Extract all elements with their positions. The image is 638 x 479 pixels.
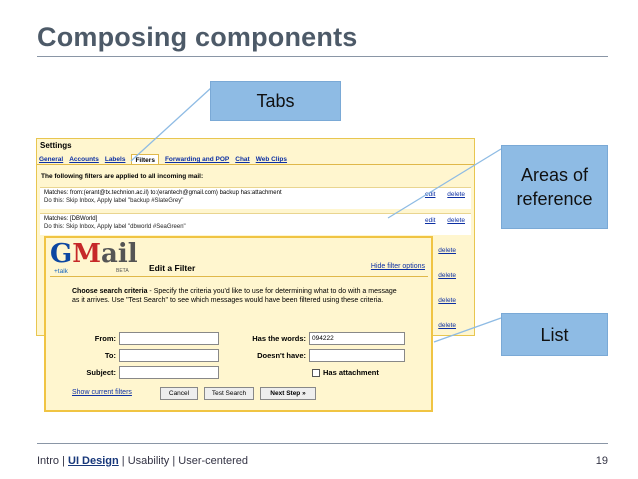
tab-forwarding-pop[interactable]: Forwarding and POP xyxy=(164,156,230,163)
slide-title: Composing components xyxy=(37,22,358,52)
edit-filter-dialog: GMail +talk BETA Edit a Filter Hide filt… xyxy=(44,236,433,412)
dialog-title: Edit a Filter xyxy=(149,263,196,273)
to-label: To: xyxy=(104,351,116,360)
delete-link[interactable]: delete xyxy=(438,322,456,329)
tab-labels[interactable]: Labels xyxy=(104,156,126,163)
footer-divider xyxy=(37,443,608,444)
footer-intro[interactable]: Intro xyxy=(37,455,60,467)
delete-link[interactable]: delete xyxy=(438,272,456,279)
doesnt-have-input[interactable] xyxy=(309,349,405,362)
has-attachment-checkbox[interactable] xyxy=(312,369,320,377)
from-input[interactable] xyxy=(119,332,219,345)
areas-callout: Areas of reference xyxy=(501,145,608,229)
subject-label: Subject: xyxy=(86,368,116,377)
page-number: 19 xyxy=(595,455,608,467)
delete-link[interactable]: delete xyxy=(438,297,456,304)
filter-intro: The following filters are applied to all… xyxy=(41,173,204,180)
tab-web-clips[interactable]: Web Clips xyxy=(255,156,288,163)
tabs-callout: Tabs xyxy=(210,81,341,121)
to-input[interactable] xyxy=(119,349,219,362)
has-words-input[interactable]: 094222 xyxy=(309,332,405,345)
doesnt-have-label: Doesn't have: xyxy=(257,351,306,360)
settings-tabs: General Accounts Labels Filters Forwardi… xyxy=(37,154,474,165)
show-current-filters-link[interactable]: Show current filters xyxy=(72,389,132,396)
gmail-logo: GMail xyxy=(50,239,138,269)
filter-row: Matches: [DBWorld] Do this: Skip Inbox, … xyxy=(40,213,471,235)
delete-link[interactable]: delete xyxy=(438,247,456,254)
tab-filters[interactable]: Filters xyxy=(131,154,159,164)
from-label: From: xyxy=(94,334,116,343)
footer-ui-design[interactable]: UI Design xyxy=(68,455,119,467)
beta-label: BETA xyxy=(116,268,129,274)
edit-link[interactable]: edit xyxy=(424,191,436,198)
filter-matches: Matches: [DBWorld] xyxy=(44,216,98,222)
next-step-button[interactable]: Next Step » xyxy=(260,387,316,400)
title-divider xyxy=(37,56,608,57)
has-words-label: Has the words: xyxy=(252,334,306,343)
subject-input[interactable] xyxy=(119,366,219,379)
filter-action: Do this: Skip Inbox, Apply label "backup… xyxy=(44,198,184,204)
dialog-body: Choose search criteria - Specify the cri… xyxy=(50,276,428,408)
footer-breadcrumb: Intro | UI Design | Usability | User-cen… xyxy=(37,455,248,467)
criteria-text: Choose search criteria - Specify the cri… xyxy=(72,288,397,304)
test-search-button[interactable]: Test Search xyxy=(204,387,254,400)
filter-action: Do this: Skip Inbox, Apply label "dbworl… xyxy=(44,224,186,230)
hide-filter-options-link[interactable]: Hide filter options xyxy=(370,263,425,270)
footer-user-centered[interactable]: User-centered xyxy=(178,455,248,467)
filter-row: Matches: from:(erant@tx.technion.ac.il) … xyxy=(40,187,471,209)
settings-heading: Settings xyxy=(40,141,72,150)
footer-usability[interactable]: Usability xyxy=(127,455,170,467)
tab-general[interactable]: General xyxy=(39,156,64,163)
filter-matches: Matches: from:(erant@tx.technion.ac.il) … xyxy=(44,190,282,196)
tab-chat[interactable]: Chat xyxy=(235,156,250,163)
delete-link[interactable]: delete xyxy=(447,191,465,198)
delete-link[interactable]: delete xyxy=(447,217,465,224)
has-attachment-label: Has attachment xyxy=(323,368,379,377)
cancel-button[interactable]: Cancel xyxy=(160,387,198,400)
gmail-talk-label: +talk xyxy=(54,268,68,275)
tab-accounts[interactable]: Accounts xyxy=(69,156,99,163)
list-callout: List xyxy=(501,313,608,356)
edit-link[interactable]: edit xyxy=(424,217,436,224)
